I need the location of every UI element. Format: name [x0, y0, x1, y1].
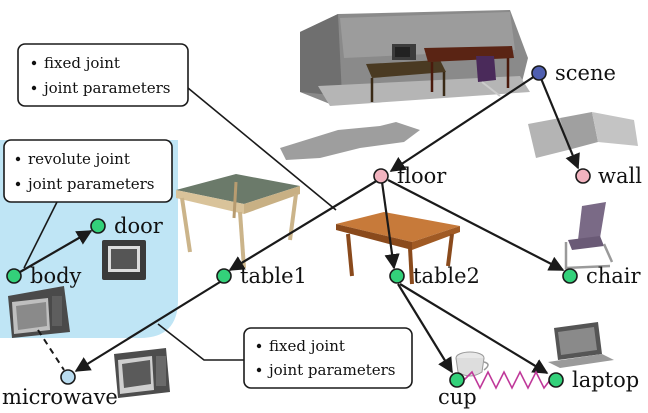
laptop-image — [548, 322, 614, 368]
table1-image — [176, 174, 300, 269]
edge-body-door — [19, 230, 93, 273]
node-scene — [531, 65, 547, 81]
node-cup — [449, 372, 465, 388]
node-laptop — [548, 372, 564, 388]
node-table2 — [389, 268, 405, 284]
microwave-image — [114, 348, 170, 398]
callout-bottom-line-2: joint parameters — [267, 361, 395, 379]
table2-image — [336, 212, 460, 285]
callout-left-line-2: joint parameters — [26, 175, 154, 193]
label-chair: chair — [586, 264, 642, 288]
edge-table1-microwave — [74, 281, 221, 372]
callout-left-line-1: revolute joint — [28, 150, 130, 168]
label-floor: floor — [397, 164, 447, 188]
microwave-body-image — [8, 286, 70, 338]
node-labels: scene floor wall table1 table2 chair mic… — [2, 61, 642, 409]
edge-body-microwave-dashed — [37, 329, 65, 371]
label-scene: scene — [555, 61, 616, 85]
graph-edges — [19, 73, 580, 390]
label-table2: table2 — [413, 264, 480, 288]
edge-floor-chair — [387, 179, 565, 271]
label-wall: wall — [598, 164, 642, 188]
callout-bottom-line-1: fixed joint — [269, 337, 345, 355]
label-cup: cup — [438, 385, 477, 409]
label-microwave: microwave — [2, 385, 118, 409]
callout-left-connector — [23, 195, 61, 269]
node-table1 — [216, 268, 232, 284]
node-wall — [575, 168, 591, 184]
label-door: door — [114, 214, 164, 238]
node-chair — [562, 268, 578, 284]
callout-top: fixed joint joint parameters — [17, 43, 189, 107]
label-laptop: laptop — [572, 368, 639, 392]
callout-top-line-1: fixed joint — [44, 54, 120, 72]
cup-image — [455, 351, 489, 377]
node-body — [6, 268, 22, 284]
edge-floor-table1 — [228, 179, 379, 271]
wall-scan-image — [528, 112, 638, 158]
edge-table2-laptop — [399, 283, 549, 374]
label-body: body — [30, 264, 82, 288]
label-table1: table1 — [240, 264, 307, 288]
spring-cup-laptop — [463, 370, 551, 390]
room-scan-image — [300, 10, 530, 106]
node-microwave — [60, 369, 76, 385]
callout-bottom-connector — [157, 323, 244, 361]
node-door — [90, 218, 106, 234]
floor-scan-image — [280, 122, 420, 160]
callout-top-connector — [187, 87, 337, 211]
node-floor — [373, 168, 389, 184]
edge-table2-cup — [397, 283, 453, 374]
graph-nodes — [6, 65, 591, 388]
chair-image — [564, 202, 614, 270]
microwave-door-image — [102, 240, 146, 280]
edge-floor-table2 — [380, 181, 400, 270]
callout-bottom: fixed joint joint parameters — [243, 327, 413, 389]
edge-scene-wall — [538, 75, 580, 170]
callout-left: revolute joint joint parameters — [3, 139, 173, 203]
edge-scene-floor — [389, 73, 539, 172]
callout-top-line-2: joint parameters — [42, 79, 170, 97]
